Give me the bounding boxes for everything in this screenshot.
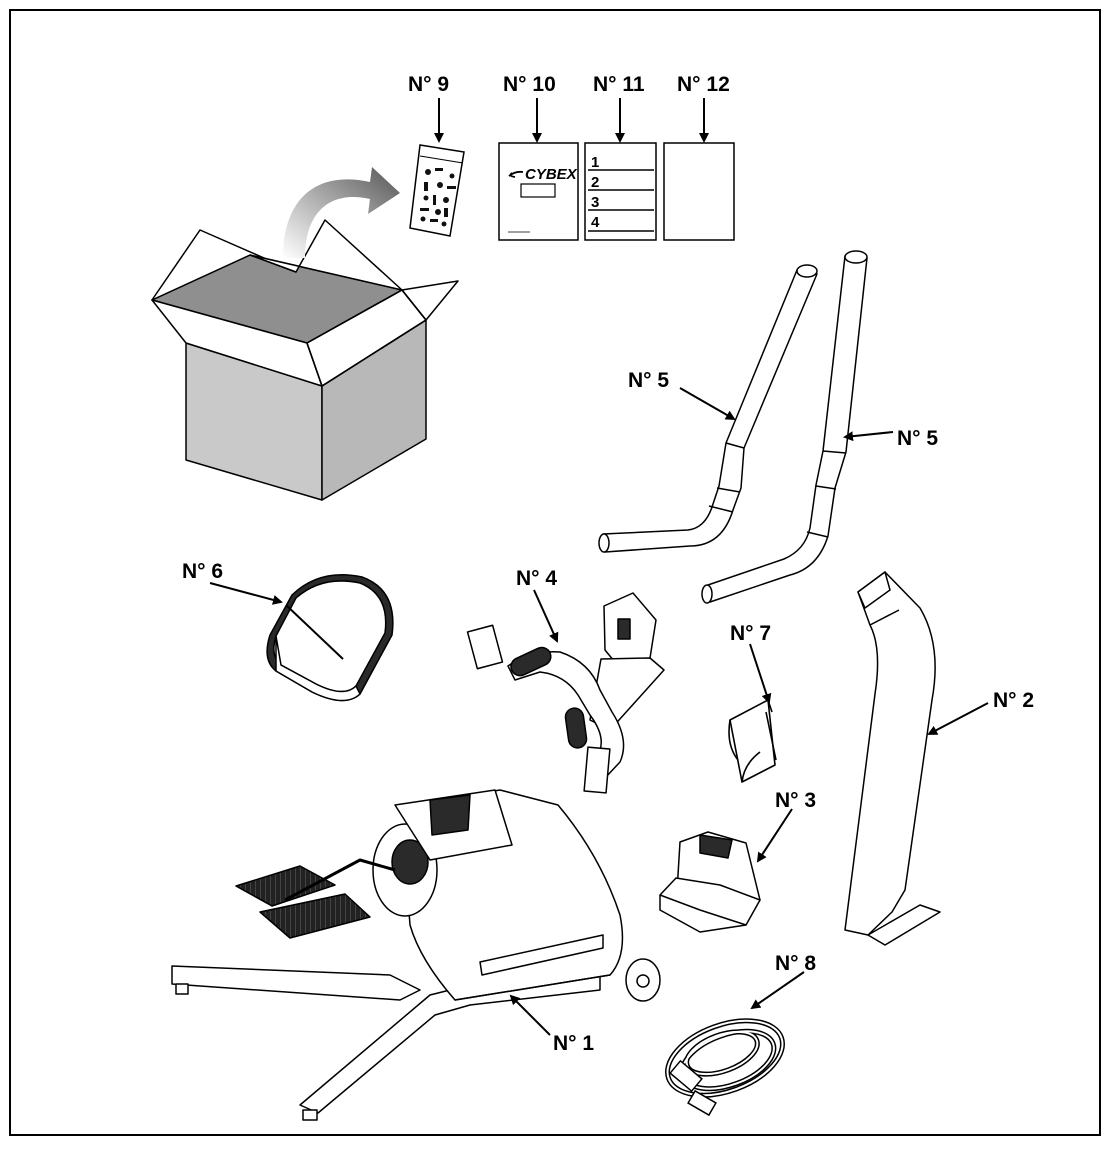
label-part-12: N° 12 — [677, 73, 730, 96]
checklist-item-3: 3 — [591, 194, 600, 211]
shipping-box — [151, 219, 459, 501]
checklist-item-4: 4 — [591, 214, 600, 231]
label-part-10: N° 10 — [503, 73, 556, 96]
callout-arrows — [209, 98, 989, 1036]
checklist-item-2: 2 — [591, 174, 600, 191]
blank-sheet — [663, 142, 735, 241]
label-part-8: N° 8 — [775, 952, 817, 975]
power-cord — [664, 1018, 786, 1098]
front-post — [844, 571, 941, 946]
label-part-3: N° 3 — [775, 789, 817, 812]
plug — [669, 1059, 717, 1117]
label-part-9: N° 9 — [408, 73, 450, 96]
diagram-frame — [9, 9, 1101, 1136]
manual-brand: CYBEX — [525, 166, 577, 183]
label-part-11: N° 11 — [593, 73, 645, 96]
label-part-5-left: N° 5 — [628, 369, 670, 392]
label-part-4: N° 4 — [516, 567, 558, 590]
owner-manual — [498, 142, 579, 241]
label-part-7: N° 7 — [730, 622, 772, 645]
label-part-1: N° 1 — [553, 1032, 595, 1055]
label-part-5-right: N° 5 — [897, 427, 939, 450]
bottle-holder — [728, 699, 777, 783]
hardware-bag — [409, 144, 465, 237]
console — [659, 831, 761, 933]
handlebar-assembly — [466, 592, 665, 794]
label-part-2: N° 2 — [993, 689, 1035, 712]
seat-pad — [266, 574, 394, 702]
checklist-item-1: 1 — [591, 154, 600, 171]
main-frame — [171, 789, 661, 1121]
upright-tube-right — [701, 250, 868, 604]
label-part-6: N° 6 — [182, 560, 224, 583]
upright-tube-left — [598, 264, 818, 553]
checklist-sheet — [584, 142, 657, 241]
unpack-arrow — [283, 167, 400, 258]
